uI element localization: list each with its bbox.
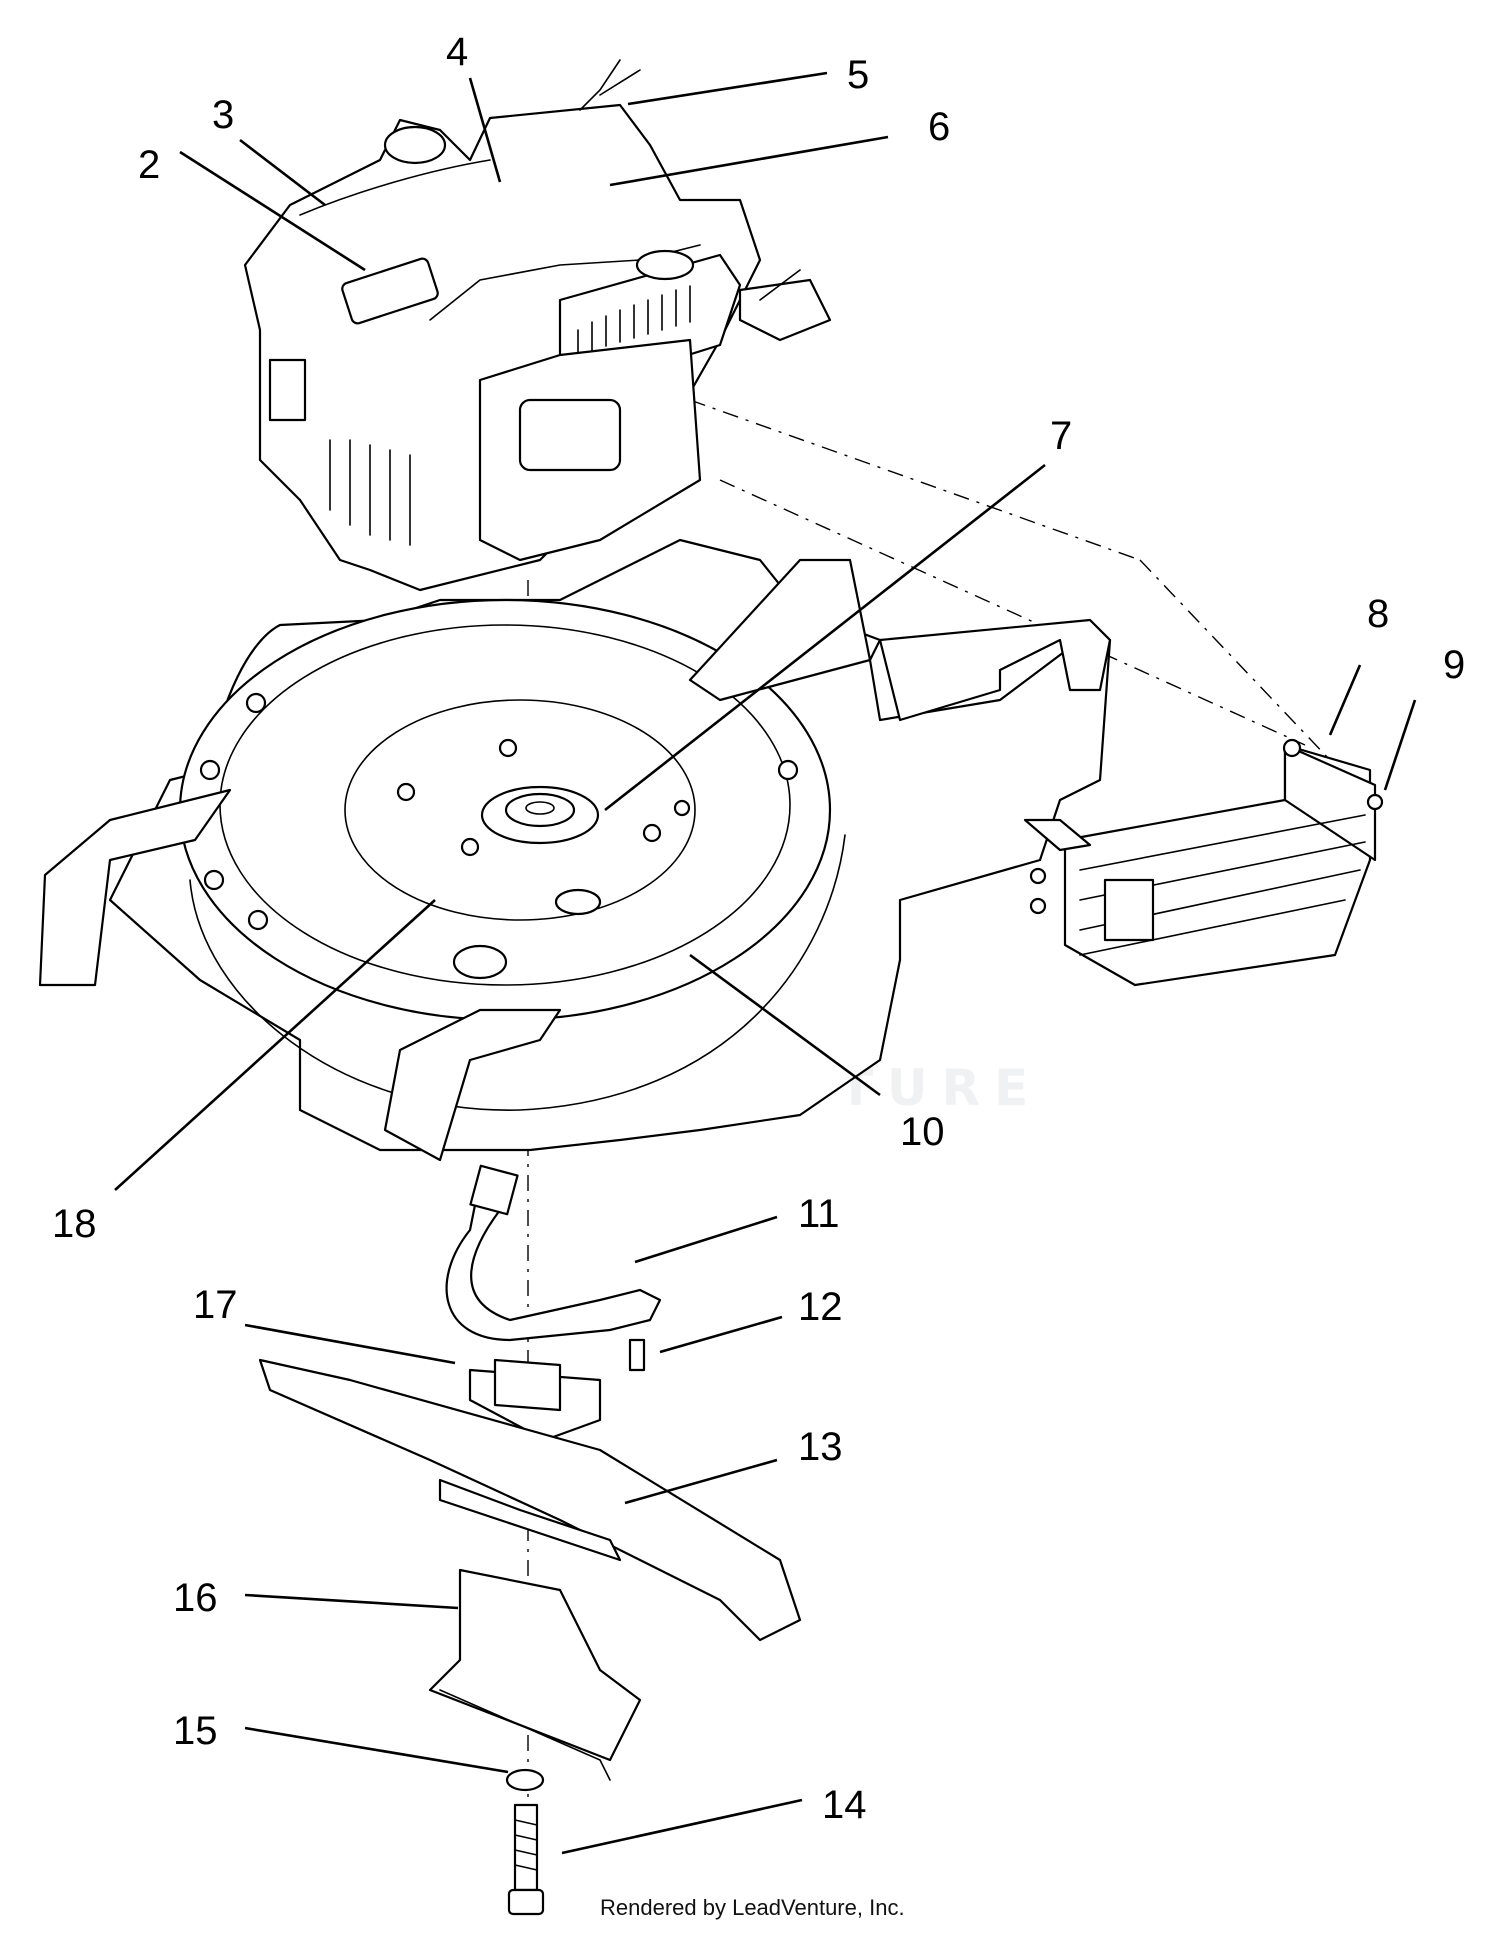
callout-18: 18 <box>52 1202 97 1246</box>
callout-16: 16 <box>173 1576 218 1620</box>
callout-12: 12 <box>798 1285 843 1329</box>
bracket-screw <box>628 1338 646 1372</box>
callout-7: 7 <box>1050 414 1072 458</box>
callout-13: 13 <box>798 1425 843 1469</box>
rear-deflector <box>1063 738 1377 987</box>
deflector-nuts <box>1029 867 1047 915</box>
callout-9: 9 <box>1443 643 1465 687</box>
blade-adapter <box>468 1358 602 1442</box>
callout-14: 14 <box>822 1783 867 1827</box>
mower-deck <box>38 538 1112 1162</box>
callout-15: 15 <box>173 1709 218 1753</box>
callout-8: 8 <box>1367 592 1389 636</box>
callout-labels: 2 3 4 5 6 7 8 9 10 11 12 13 14 15 16 17 … <box>52 30 1465 1827</box>
callout-10: 10 <box>900 1110 945 1154</box>
callout-2: 2 <box>138 143 160 187</box>
mulching-baffle <box>428 1568 642 1781</box>
leader-lines <box>114 71 1417 1855</box>
render-credit: Rendered by LeadVenture, Inc. <box>600 1895 905 1920</box>
blade-bolt <box>507 1803 545 1916</box>
cable <box>599 69 801 301</box>
callout-6: 6 <box>928 105 950 149</box>
deflector-screw <box>1366 793 1384 811</box>
callout-3: 3 <box>212 93 234 137</box>
callout-4: 4 <box>446 30 468 74</box>
callout-5: 5 <box>847 53 869 97</box>
engine <box>243 59 832 592</box>
brake-bracket <box>445 1164 662 1342</box>
callout-11: 11 <box>798 1192 840 1236</box>
washer <box>505 1768 545 1792</box>
blade <box>258 1358 802 1642</box>
callout-17: 17 <box>193 1283 238 1327</box>
